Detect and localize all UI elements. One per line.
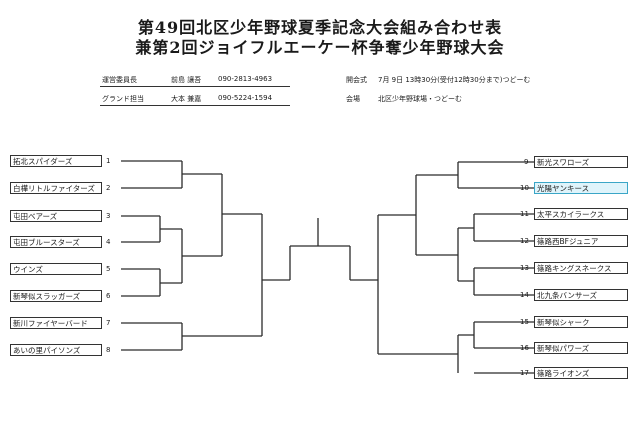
team-box: 屯田ベアーズ bbox=[10, 210, 102, 222]
bracket-line bbox=[289, 218, 351, 280]
official-phone-ground: 090-5224-1594 bbox=[218, 94, 273, 102]
bracket-line bbox=[222, 214, 290, 337]
team-box: 篠路キングスネークス bbox=[534, 262, 628, 274]
team-number: 7 bbox=[106, 319, 111, 327]
team-number: 2 bbox=[106, 184, 111, 192]
underline bbox=[100, 86, 290, 87]
team-box: ウインズ bbox=[10, 263, 102, 275]
team-box: 北九条バンサーズ bbox=[534, 289, 628, 301]
team-box: 新川ファイヤーバード bbox=[10, 317, 102, 329]
bracket-line bbox=[159, 216, 182, 296]
team-number: 9 bbox=[524, 158, 529, 166]
team-box-highlighted: 光陽ヤンキース bbox=[534, 182, 628, 194]
team-number: 12 bbox=[520, 237, 529, 245]
team-number: 14 bbox=[520, 291, 529, 299]
team-number: 16 bbox=[520, 344, 529, 352]
bracket-line bbox=[350, 215, 416, 355]
bracket-line bbox=[378, 175, 417, 255]
bracket-line bbox=[121, 160, 182, 351]
team-number: 10 bbox=[520, 184, 529, 192]
team-box: 新琴似シャーク bbox=[534, 316, 628, 328]
bracket-line bbox=[458, 214, 475, 348]
opening-value: 7月 9日 13時30分(受付12時30分まで)つどーむ bbox=[378, 76, 531, 84]
team-box: 拓北スパイダーズ bbox=[10, 155, 102, 167]
venue-value: 北区少年野球場・つどーむ bbox=[378, 95, 462, 103]
bracket-line bbox=[416, 162, 459, 373]
tournament-title: 第49回北区少年野球夏季記念大会組み合わせ表 bbox=[137, 18, 503, 37]
tournament-subtitle: 兼第2回ジョイフルエーケー杯争奪少年野球大会 bbox=[135, 38, 505, 57]
team-box: 篠路西BFジュニア bbox=[534, 235, 628, 247]
team-number: 5 bbox=[106, 265, 111, 273]
official-phone-chair: 090-2813-4963 bbox=[218, 75, 273, 83]
team-box: 屯田ブルースターズ bbox=[10, 236, 102, 248]
team-number: 15 bbox=[520, 318, 529, 326]
team-number: 17 bbox=[520, 369, 529, 377]
bracket-line bbox=[221, 174, 262, 256]
team-box: 新琴似スラッガーズ bbox=[10, 290, 102, 302]
team-number: 4 bbox=[106, 238, 111, 246]
team-box: 太平スカイラークス bbox=[534, 208, 628, 220]
team-number: 8 bbox=[106, 346, 111, 354]
team-box: 白樺リトルファイターズ bbox=[10, 182, 102, 194]
official-role-chair: 運営委員長 bbox=[102, 76, 137, 84]
team-box: 篠路ライオンズ bbox=[534, 367, 628, 379]
bracket-line bbox=[181, 161, 222, 350]
team-number: 6 bbox=[106, 292, 111, 300]
venue-label: 会場 bbox=[346, 95, 360, 103]
official-role-ground: グランド担当 bbox=[102, 95, 144, 103]
team-number: 13 bbox=[520, 264, 529, 272]
official-name-ground: 大本 兼嘉 bbox=[171, 95, 202, 103]
team-box: 新光スワローズ bbox=[534, 156, 628, 168]
team-number: 1 bbox=[106, 157, 111, 165]
bracket-line bbox=[458, 161, 534, 374]
opening-label: 開会式 bbox=[346, 76, 367, 84]
team-number: 3 bbox=[106, 212, 111, 220]
team-box: 新琴似パワーズ bbox=[534, 342, 628, 354]
underline bbox=[100, 105, 290, 106]
team-box: あいの里パイソンズ bbox=[10, 344, 102, 356]
team-number: 11 bbox=[520, 210, 529, 218]
official-name-chair: 前島 讓吾 bbox=[171, 76, 202, 84]
